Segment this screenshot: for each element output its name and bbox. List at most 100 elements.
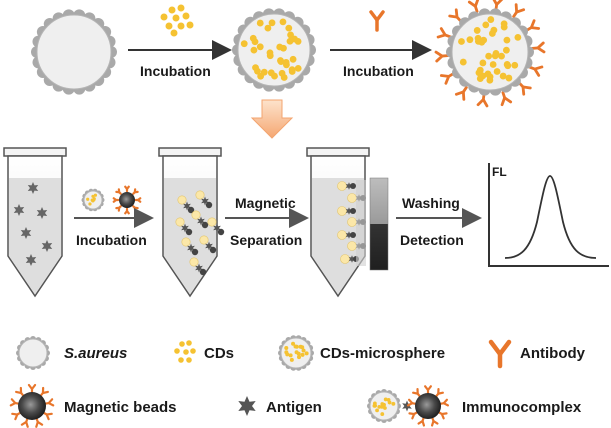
antibody — [436, 27, 452, 39]
cd-microsphere-small — [175, 217, 185, 227]
antigen-star — [13, 204, 25, 216]
cd-dot — [485, 52, 493, 60]
antibody — [531, 41, 546, 54]
legend-antigen-label: Antigen — [266, 399, 322, 416]
down-arrow — [250, 99, 294, 139]
magnetic-bead — [18, 392, 46, 420]
antigen-star — [20, 227, 32, 239]
magnetic-bead-small — [191, 248, 199, 256]
cd-dot — [178, 357, 184, 363]
cd-dot — [503, 36, 511, 44]
tube-liquid — [9, 178, 61, 294]
cd-microsphere-small — [337, 206, 347, 216]
cd-microsphere-small — [195, 190, 205, 200]
cd-dot — [484, 70, 492, 78]
cd-dot — [291, 341, 296, 346]
cd-dot — [285, 24, 293, 32]
legend-cds-microsphere-symbol — [278, 335, 314, 371]
legend-antibody-label: Antibody — [520, 345, 586, 362]
cd-dot — [267, 69, 275, 77]
legend-antigen-symbol — [238, 396, 256, 416]
cd-dot — [254, 67, 261, 75]
cd-dot — [186, 21, 194, 29]
cd-dot — [251, 38, 259, 46]
antibody — [132, 188, 139, 195]
antigen-star — [27, 182, 39, 194]
cd-microsphere-small — [347, 193, 357, 203]
antigen-star — [345, 231, 353, 239]
antibody — [412, 387, 422, 398]
cd-dot — [93, 193, 98, 197]
cd-dot — [459, 58, 467, 66]
cd-dot — [264, 24, 272, 32]
legend-s-aureus-label: S.aureus — [64, 345, 127, 362]
magnetic-bead-small — [217, 228, 225, 236]
cd-dot — [489, 61, 497, 68]
antibody — [528, 65, 544, 77]
cd-dot — [490, 26, 498, 34]
cd-dot — [177, 4, 185, 12]
cd-dot — [372, 403, 377, 408]
antigen-star — [402, 400, 412, 412]
microsphere-body — [451, 13, 529, 91]
cd-microsphere-small — [199, 235, 209, 245]
legend-s-aureus-symbol — [16, 336, 50, 370]
detection-label: Detection — [400, 232, 464, 248]
antibody — [115, 188, 122, 195]
fluorescence-peak — [504, 175, 597, 259]
cds-cluster — [160, 4, 194, 37]
antigen-star — [183, 201, 191, 211]
cd-dot — [304, 351, 309, 356]
antibody — [124, 185, 130, 193]
cd-dot — [174, 348, 180, 354]
legend-antibody-symbol — [488, 339, 512, 369]
cd-dot — [288, 353, 293, 358]
cd-dot — [391, 401, 396, 406]
tube-liquid — [164, 178, 216, 294]
magnet — [369, 177, 389, 271]
antigen-star — [345, 207, 353, 215]
antibody — [134, 197, 142, 203]
cd-dot — [458, 38, 465, 45]
antibody — [27, 383, 37, 394]
magnetic-bead — [415, 393, 441, 419]
antigen-star — [238, 396, 256, 416]
s-aureus-particle — [31, 9, 117, 95]
antibody — [408, 411, 419, 420]
antibody-labeled-microsphere — [434, 0, 546, 108]
tube-cap — [306, 147, 370, 157]
cd-dot — [289, 55, 297, 63]
magnetic-bead-small — [201, 221, 209, 229]
incubation-label-2: Incubation — [343, 63, 414, 79]
s-aureus-body — [36, 14, 112, 90]
cd-dot — [172, 14, 180, 22]
reagents-icon — [81, 185, 142, 215]
cd-dot — [377, 404, 382, 409]
cd-dot — [502, 46, 510, 54]
cd-dot — [284, 350, 289, 355]
antibody — [112, 197, 120, 203]
legend-cds-symbol — [174, 340, 196, 363]
cd-microsphere-small — [340, 254, 350, 264]
cd-microsphere-small — [177, 195, 187, 205]
cd-microsphere-small — [347, 241, 357, 251]
cd-dot — [182, 12, 190, 20]
cd-dot — [92, 198, 96, 202]
cd-dot — [288, 68, 296, 75]
cd-microsphere-small — [337, 230, 347, 240]
cd-dot — [179, 341, 185, 347]
antibody — [454, 86, 468, 101]
antigen-star — [25, 254, 37, 266]
cd-dot — [86, 197, 90, 201]
cd-microsphere-small — [207, 217, 217, 227]
antibody — [434, 50, 449, 63]
cd-dot — [297, 355, 302, 360]
antibody — [434, 387, 444, 398]
cd-dot — [298, 344, 303, 349]
magnetic-bead-small — [350, 183, 356, 189]
legend-magnetic-bead-symbol — [9, 383, 55, 428]
cd-microsphere-small — [191, 210, 201, 220]
antigen-star — [348, 255, 356, 263]
cd-dot — [91, 194, 95, 198]
